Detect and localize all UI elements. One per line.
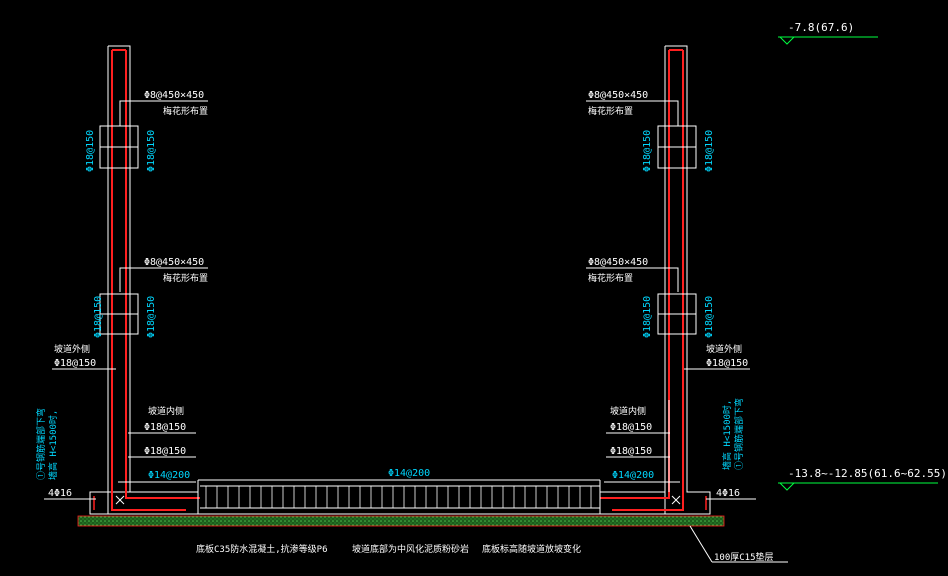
left-vert-upper-outer: Φ18@150 xyxy=(85,130,96,172)
leader-line xyxy=(586,267,679,292)
right-upper-tie-callout: Φ8@450×450 梅花形布置 xyxy=(586,90,679,126)
left-upper-tie-callout: Φ8@450×450 梅花形布置 xyxy=(119,90,208,126)
face-title: 坡道内侧 xyxy=(148,405,184,417)
left-upper-bracket xyxy=(99,125,139,169)
tie-spec: Φ8@450×450 xyxy=(588,257,648,268)
right-vert-lower-outer: Φ18@150 xyxy=(704,296,715,338)
face-title: 坡道外侧 xyxy=(706,343,742,355)
right-vert-upper-outer: Φ18@150 xyxy=(704,130,715,172)
left-lower-tie-callout: Φ8@450×450 梅花形布置 xyxy=(119,257,208,292)
right-corner-bar: 4Φ16 xyxy=(716,488,740,499)
tie-spec: Φ8@450×450 xyxy=(588,90,648,101)
slab-stirrups xyxy=(205,486,592,508)
right-inner-face-callout: 坡道内侧 Φ18@150 Φ18@150 xyxy=(606,400,670,492)
face-bar-1: Φ18@150 xyxy=(610,422,652,433)
tie-note: 梅花形布置 xyxy=(588,272,633,284)
right-corner-mark-b xyxy=(671,495,681,505)
right-base-bar: Φ14@200 xyxy=(612,470,654,481)
left-corner-mark-b xyxy=(115,495,125,505)
base-slab xyxy=(90,479,710,515)
tie-spec: Φ8@450×450 xyxy=(144,90,204,101)
face-bar-2: Φ18@150 xyxy=(610,446,652,457)
right-side-note-1: 墙高 H<1500时, xyxy=(721,400,733,470)
note-concrete: 底板C35防水混凝土,抗渗等级P6 xyxy=(196,543,328,555)
left-outer-face-callout: 坡道外侧 Φ18@150 xyxy=(52,343,116,370)
left-inner-face-callout: 坡道内侧 Φ18@150 Φ18@150 xyxy=(128,400,196,492)
face-title: 坡道内侧 xyxy=(610,405,646,417)
top-level-text: -7.8(67.6) xyxy=(788,21,854,34)
leader-line xyxy=(586,100,679,126)
left-side-note-2: 墙高 H<1500时, xyxy=(47,410,59,480)
right-wall-inner-rebar xyxy=(600,50,670,499)
face-bar: Φ18@150 xyxy=(706,358,748,369)
right-wall-outer-rebar xyxy=(612,50,684,511)
right-vert-lower-inner: Φ18@150 xyxy=(642,296,653,338)
face-bar: Φ18@150 xyxy=(54,358,96,369)
left-wall-inner-rebar xyxy=(125,50,200,499)
bedding-callout: 100厚C15垫层 xyxy=(689,525,788,563)
left-lower-bracket xyxy=(99,293,139,335)
note-bedding: 100厚C15垫层 xyxy=(714,551,774,563)
right-lower-tie-callout: Φ8@450×450 梅花形布置 xyxy=(586,257,679,292)
note-surface: 坡道底部为中风化泥质粉砂岩 xyxy=(352,543,469,555)
left-wall-outer-rebar xyxy=(111,50,186,511)
left-base-bar: Φ14@200 xyxy=(148,470,190,481)
tie-note: 梅花形布置 xyxy=(588,105,633,117)
right-upper-bracket xyxy=(657,125,697,169)
tie-note: 梅花形布置 xyxy=(163,272,208,284)
leader-line xyxy=(119,267,208,292)
right-lower-bracket xyxy=(657,293,697,335)
face-bar-1: Φ18@150 xyxy=(144,422,186,433)
face-bar-2: Φ18@150 xyxy=(144,446,186,457)
right-wall-outline xyxy=(664,45,711,515)
bottom-level-triangle xyxy=(779,482,795,491)
bottom-level-text: -13.8~-12.85(61.6~62.55) xyxy=(788,467,947,480)
left-corner-bar: 4Φ16 xyxy=(48,488,72,499)
tie-spec: Φ8@450×450 xyxy=(144,257,204,268)
left-vert-lower-outer: Φ18@150 xyxy=(93,296,104,338)
top-level-triangle xyxy=(779,36,795,45)
right-outer-face-callout: 坡道外侧 Φ18@150 xyxy=(684,343,750,370)
leader-line xyxy=(119,100,208,126)
bottom-level-marker: -13.8~-12.85(61.6~62.55) xyxy=(778,467,947,491)
left-vert-lower-inner: Φ18@150 xyxy=(146,296,157,338)
note-elevation: 底板标高随坡道放坡变化 xyxy=(482,543,581,555)
bedding-layer xyxy=(77,515,725,527)
tie-note: 梅花形布置 xyxy=(163,105,208,117)
left-vert-upper-inner: Φ18@150 xyxy=(146,130,157,172)
left-side-note-1: ①号钢筋端部下弯 xyxy=(35,408,47,480)
top-level-marker: -7.8(67.6) xyxy=(778,21,878,45)
center-base-bar: Φ14@200 xyxy=(388,468,430,479)
left-wall-outline xyxy=(89,45,131,515)
face-title: 坡道外侧 xyxy=(54,343,90,355)
right-vert-upper-inner: Φ18@150 xyxy=(642,130,653,172)
right-side-note-2: ①号钢筋端部下弯 xyxy=(733,398,745,470)
